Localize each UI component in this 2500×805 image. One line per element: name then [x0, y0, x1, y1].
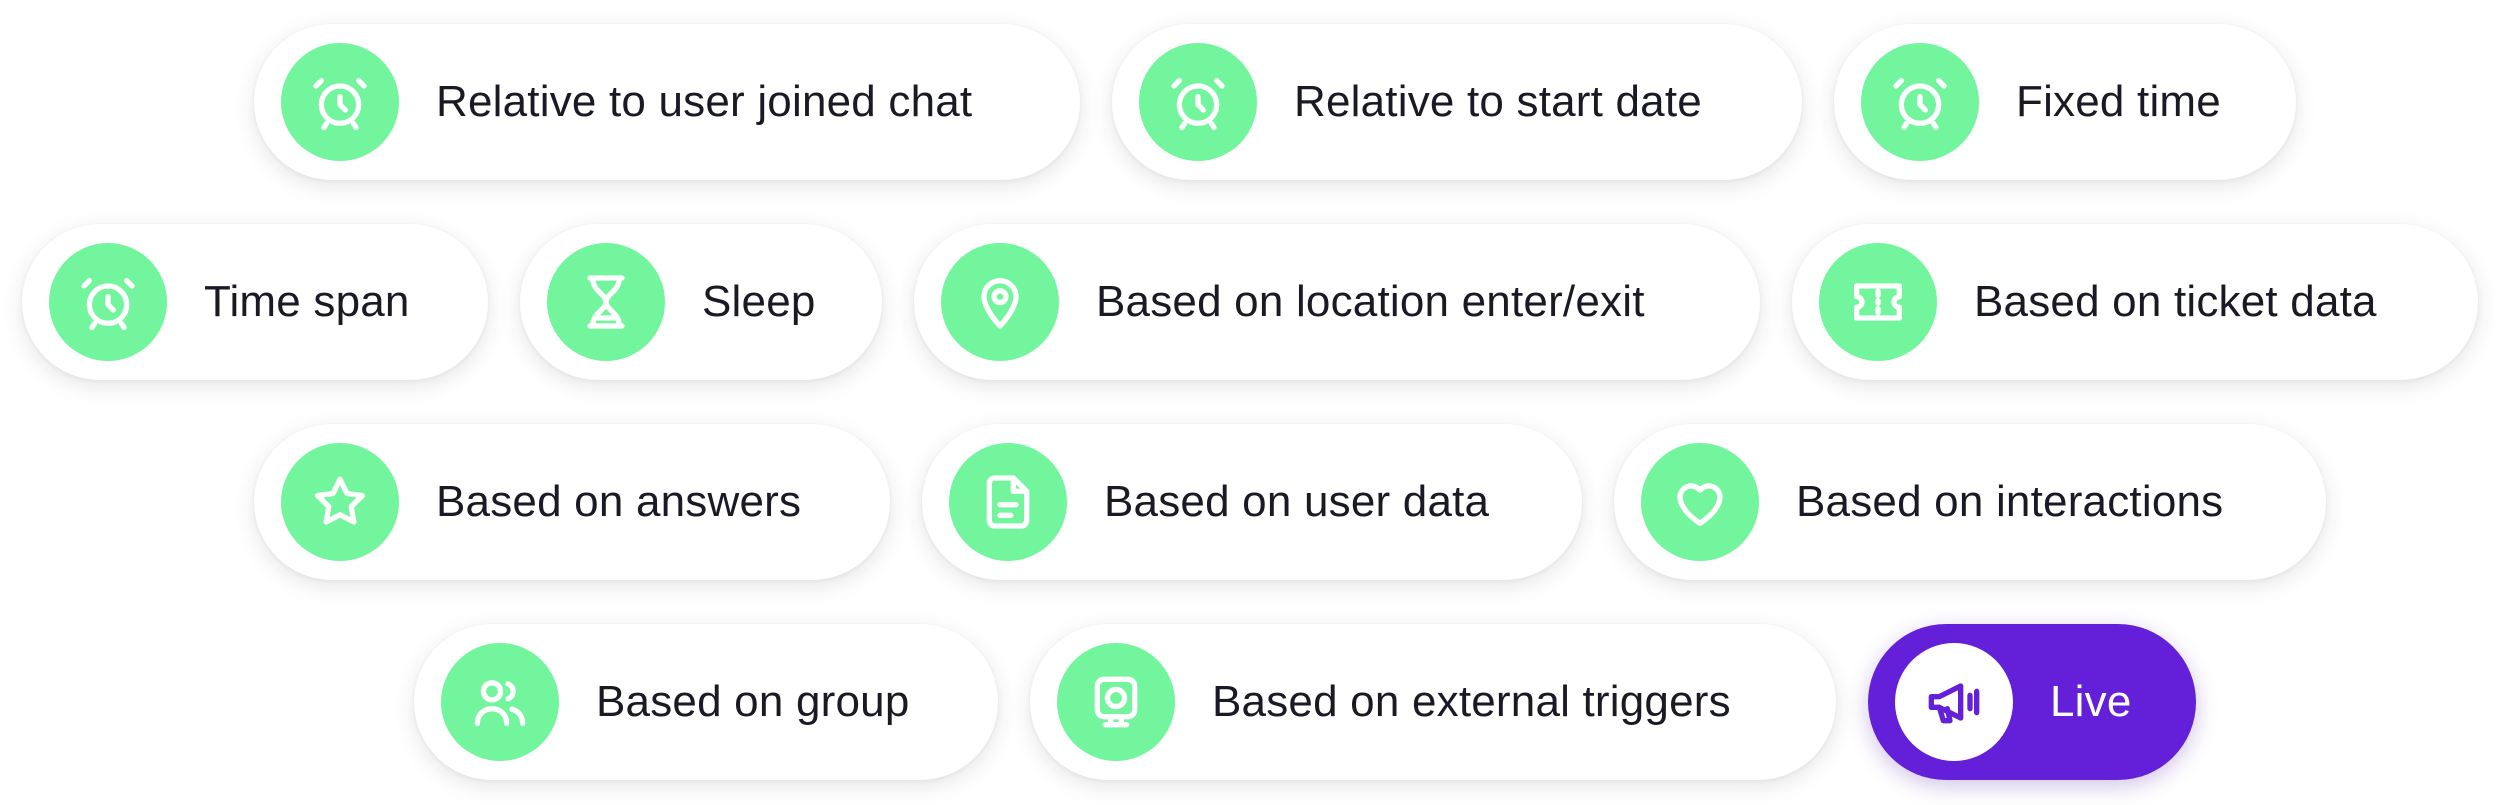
trigger-label: Live	[2050, 677, 2132, 726]
trigger-based-on-group[interactable]: Based on group	[414, 624, 998, 780]
trigger-label: Sleep	[702, 277, 816, 326]
alarm-clock-icon	[49, 243, 167, 361]
trigger-relative-to-start-date[interactable]: Relative to start date	[1112, 24, 1802, 180]
trigger-label: Based on user data	[1104, 477, 1490, 526]
heart-icon	[1641, 443, 1759, 561]
trigger-based-on-external-triggers[interactable]: Based on external triggers	[1030, 624, 1836, 780]
document-icon	[949, 443, 1067, 561]
trigger-based-on-answers[interactable]: Based on answers	[254, 424, 890, 580]
users-icon	[441, 643, 559, 761]
trigger-label: Time span	[204, 277, 410, 326]
alarm-clock-icon	[1139, 43, 1257, 161]
megaphone-icon	[1895, 643, 2013, 761]
webcam-icon	[1057, 643, 1175, 761]
trigger-label: Based on ticket data	[1974, 277, 2377, 326]
trigger-label: Fixed time	[2016, 77, 2221, 126]
trigger-based-on-user-data[interactable]: Based on user data	[922, 424, 1582, 580]
trigger-time-span[interactable]: Time span	[22, 224, 488, 380]
trigger-label: Relative to start date	[1294, 77, 1702, 126]
trigger-label: Relative to user joined chat	[436, 77, 973, 126]
trigger-live[interactable]: Live	[1868, 624, 2196, 780]
trigger-label: Based on external triggers	[1212, 677, 1731, 726]
hourglass-icon	[547, 243, 665, 361]
trigger-sleep[interactable]: Sleep	[520, 224, 882, 380]
alarm-clock-icon	[281, 43, 399, 161]
star-icon	[281, 443, 399, 561]
trigger-label: Based on interactions	[1796, 477, 2224, 526]
trigger-based-on-ticket-data[interactable]: Based on ticket data	[1792, 224, 2478, 380]
ticket-icon	[1819, 243, 1937, 361]
trigger-based-on-interactions[interactable]: Based on interactions	[1614, 424, 2326, 580]
trigger-label: Based on location enter/exit	[1096, 277, 1645, 326]
trigger-label: Based on group	[596, 677, 910, 726]
trigger-relative-to-user-joined-chat[interactable]: Relative to user joined chat	[254, 24, 1080, 180]
map-pin-icon	[941, 243, 1059, 361]
trigger-label: Based on answers	[436, 477, 802, 526]
alarm-clock-icon	[1861, 43, 1979, 161]
trigger-based-on-location[interactable]: Based on location enter/exit	[914, 224, 1760, 380]
trigger-fixed-time[interactable]: Fixed time	[1834, 24, 2296, 180]
